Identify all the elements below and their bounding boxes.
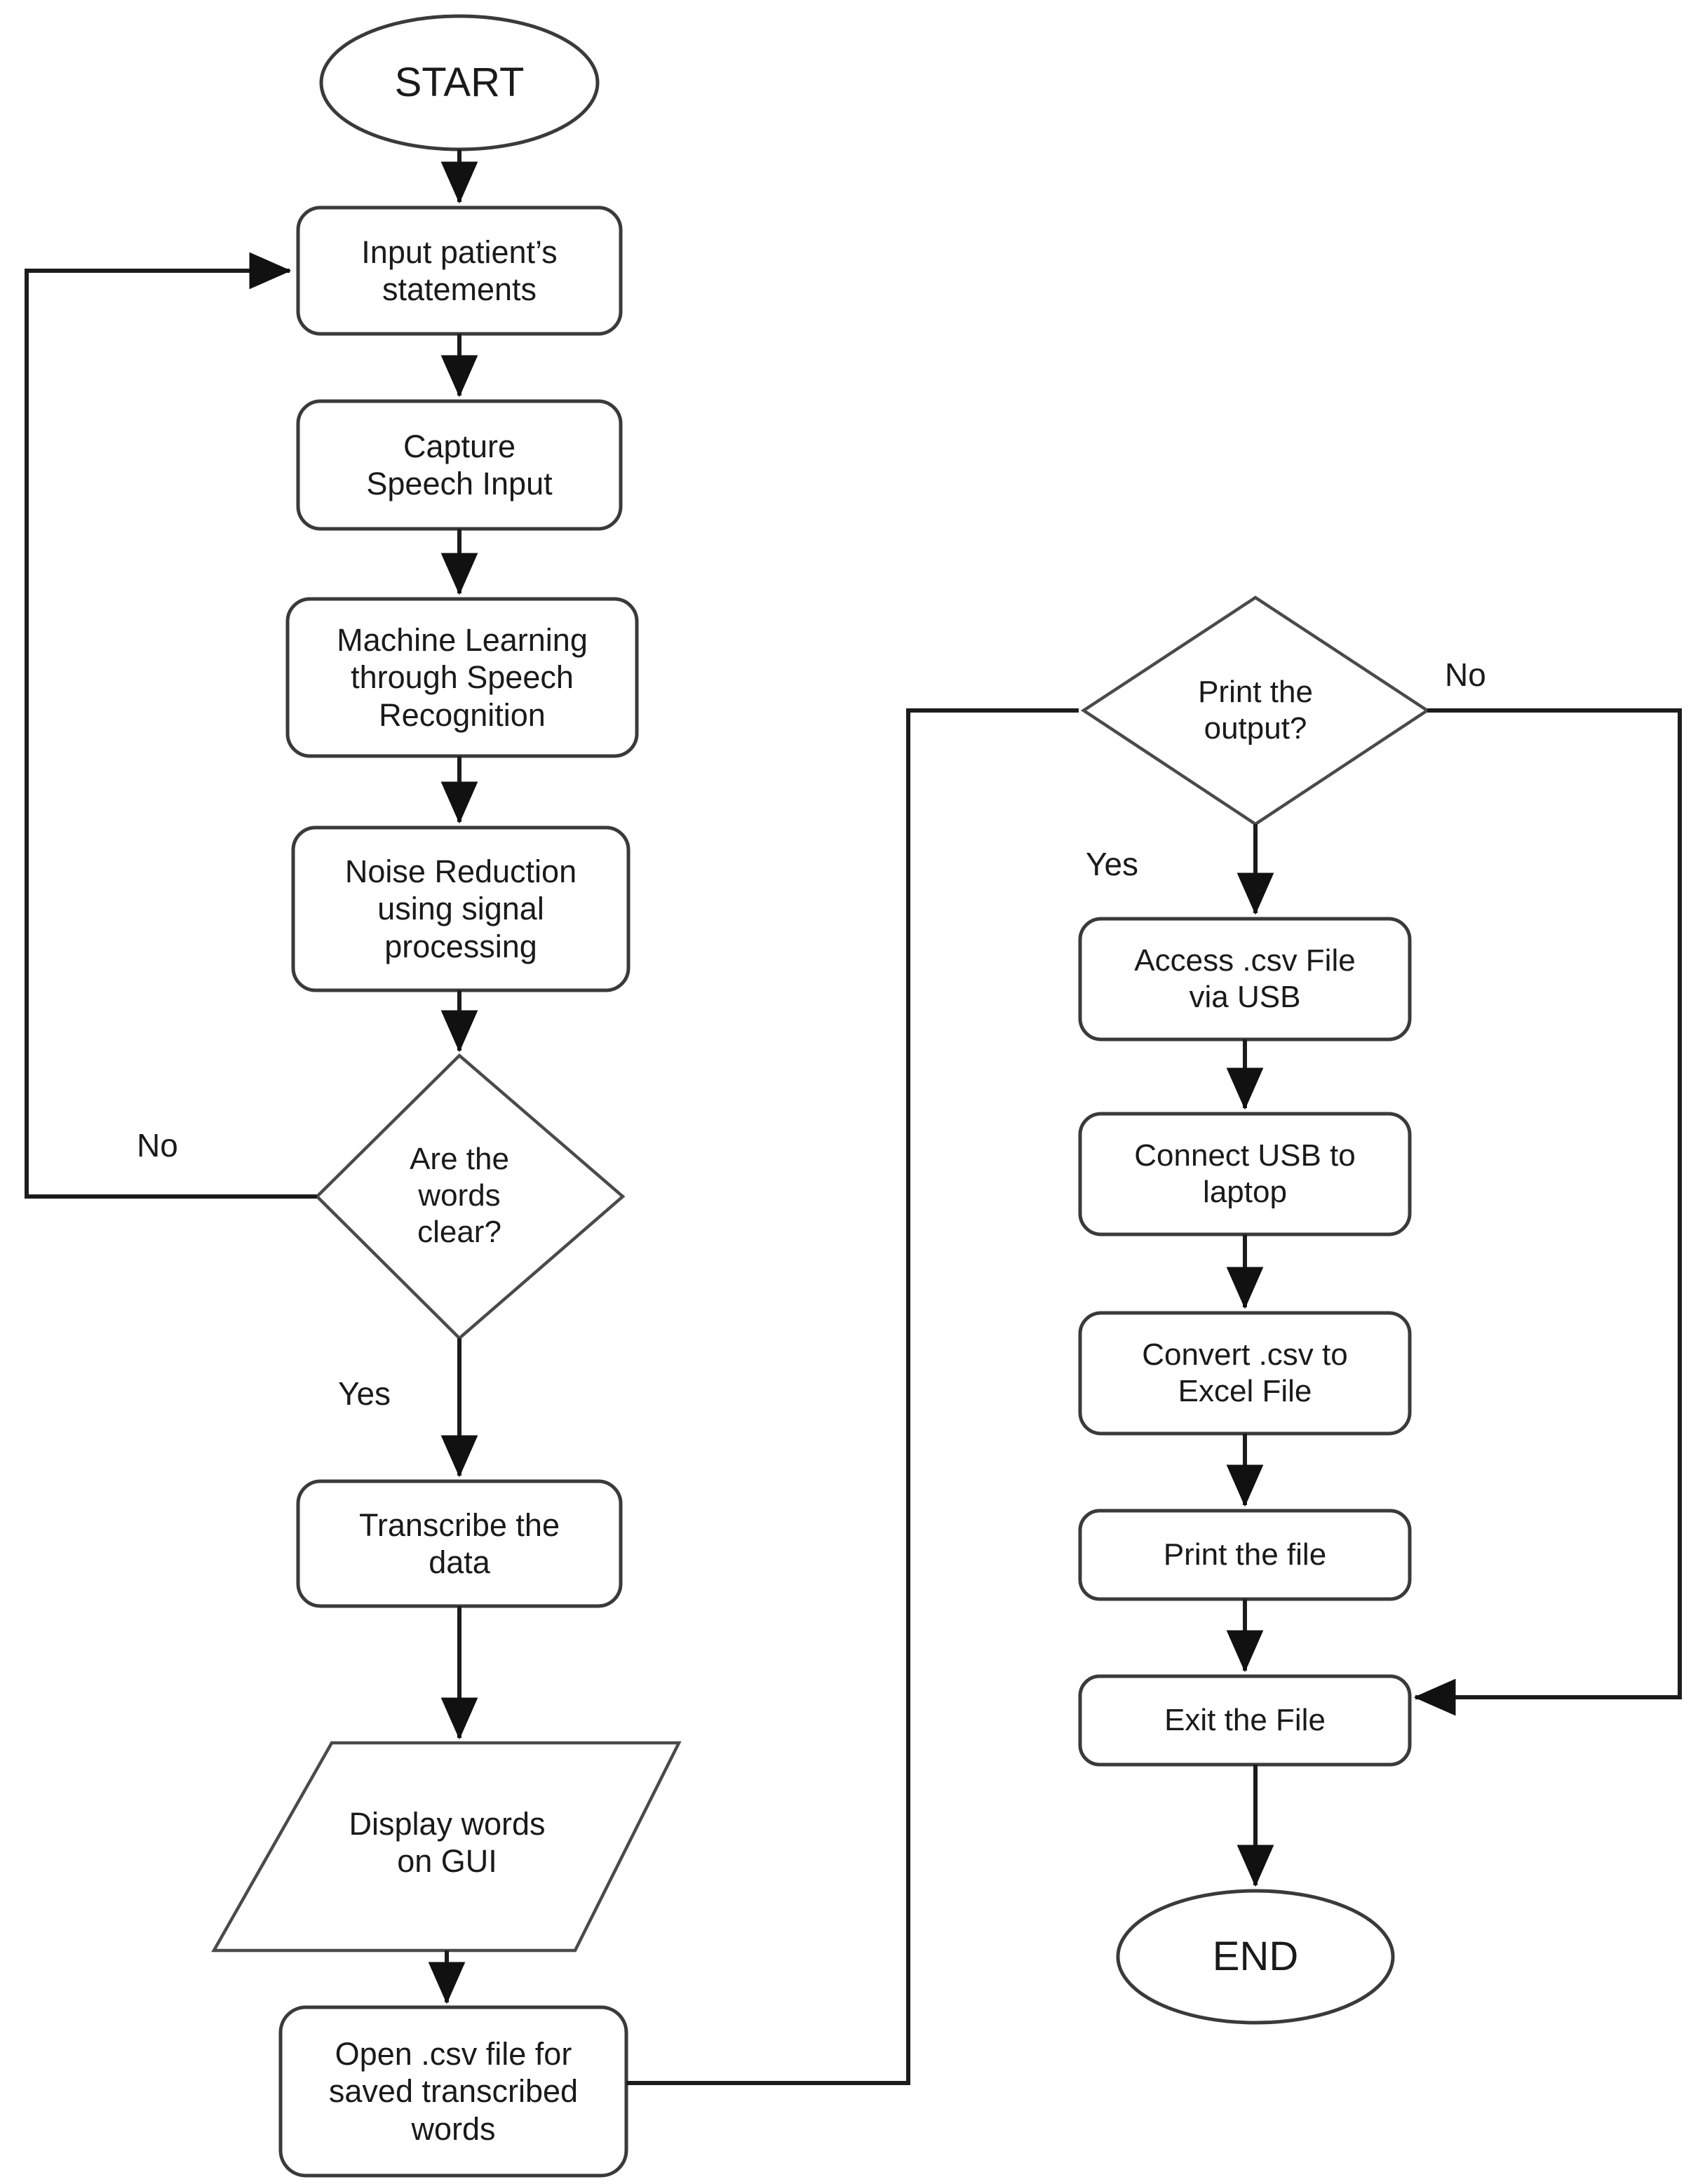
shape-print-output-diamond [1080, 595, 1431, 826]
shape-convert-excel [1078, 1311, 1412, 1436]
edge-label-words-clear-no: No [137, 1127, 178, 1164]
edge-print-output-no-loop [1413, 708, 1682, 1716]
edge-label-print-output-yes: Yes [1086, 846, 1139, 882]
shape-machine-learning [285, 597, 639, 758]
shape-words-clear-diamond [314, 1053, 626, 1341]
edge-label-words-clear-yes: Yes [338, 1375, 391, 1412]
shape-print-file [1078, 1509, 1412, 1601]
shape-exit-file [1078, 1674, 1412, 1767]
shape-display-gui-parallelogram [211, 1741, 682, 1953]
shape-capture-speech [296, 399, 623, 531]
shape-input-statements [296, 205, 623, 336]
shape-access-csv [1078, 917, 1412, 1042]
shape-connect-usb [1078, 1112, 1412, 1236]
shape-noise-reduction [291, 825, 631, 992]
edge-label-print-output-no: No [1445, 656, 1486, 693]
edge-words-clear-no-loop [25, 252, 317, 1199]
shape-end-oval [1116, 1889, 1395, 2025]
shape-transcribe [296, 1479, 623, 1608]
shape-open-csv [278, 2005, 628, 2178]
shape-start-oval [319, 14, 600, 151]
edge-opencsv-to-print-output [626, 708, 1079, 2085]
